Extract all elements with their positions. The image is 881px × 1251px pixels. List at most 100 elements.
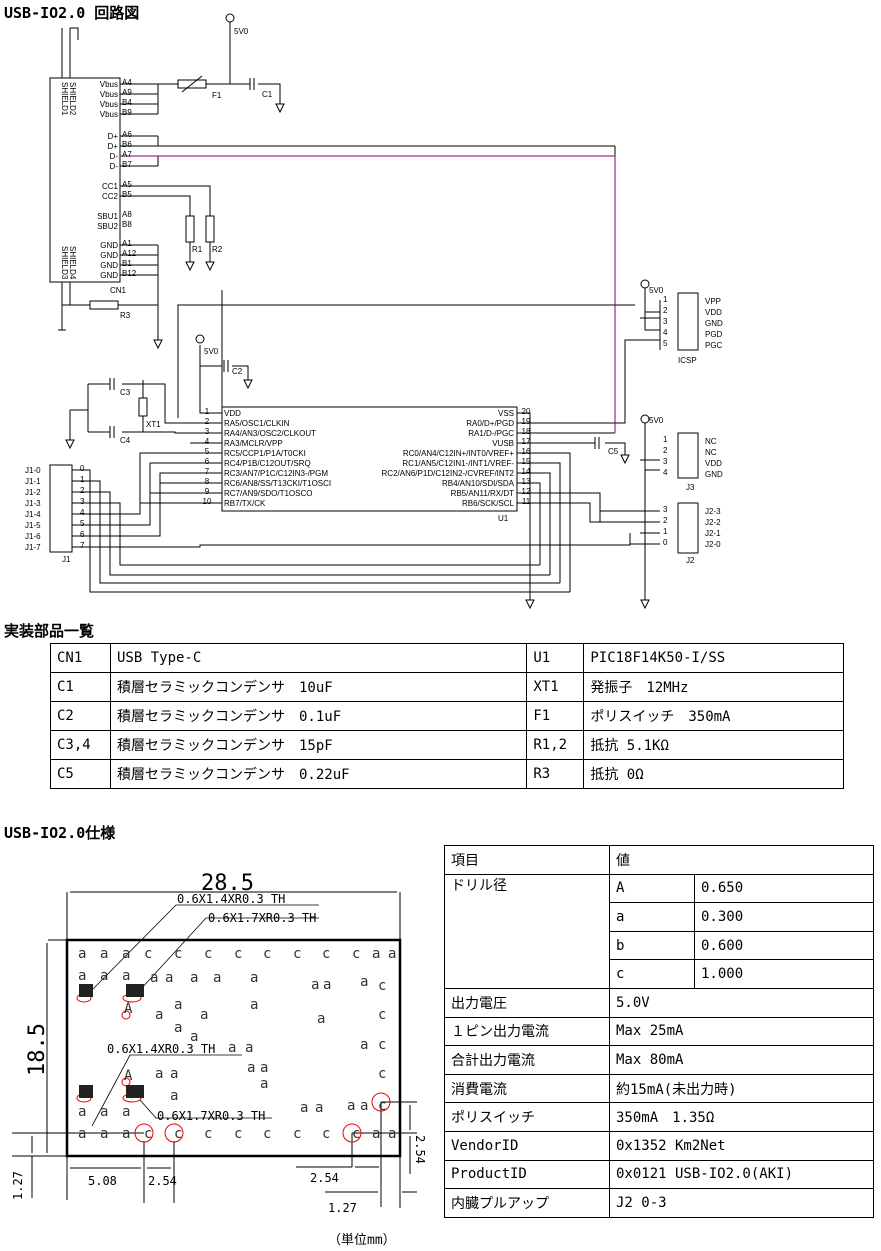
- u1-pin-name: RB4/AN10/SDI/SDA: [442, 479, 515, 488]
- hole-label-c: c: [293, 1126, 301, 1142]
- hole-label-a: a: [122, 1126, 130, 1142]
- u1-pin-name: RA1/D-/PGC: [468, 429, 514, 438]
- hole-label-a: a: [200, 1007, 208, 1023]
- icsp-pin-number: 3: [663, 317, 668, 326]
- parts-cell: F1: [526, 701, 585, 731]
- cn1-pin-number: B4: [122, 98, 132, 107]
- cn1-pin-name: D+: [108, 142, 119, 151]
- j3-pin-number: 4: [663, 468, 668, 477]
- icsp-ref: ICSP: [678, 356, 697, 365]
- c5-ref: C5: [608, 447, 619, 456]
- c4-ref: C4: [120, 436, 131, 445]
- u1-pin-name: RC5/CCP1/P1A/T0CKI: [224, 449, 306, 458]
- j1-label: J1-1: [25, 477, 41, 486]
- parts-cell: 抵抗 5.1KΩ: [583, 730, 844, 760]
- j3-label: NC: [705, 437, 717, 446]
- hole-label-c: c: [144, 946, 152, 962]
- hole-label-a: a: [388, 1126, 396, 1142]
- hole-label-c: c: [378, 978, 386, 994]
- hole-label-a: a: [174, 1020, 182, 1036]
- u1-pin-number: 12: [522, 487, 531, 496]
- u1-pin-name: RA0/D+/PGD: [466, 419, 514, 428]
- u1-pin-number: 3: [205, 427, 210, 436]
- cn1-pin-number: A4: [122, 78, 132, 87]
- hole-label-a: a: [100, 1104, 108, 1120]
- cn1-pin-name: CC1: [102, 182, 119, 191]
- hole-label-a: a: [122, 1104, 130, 1120]
- u1-pin-number: 2: [205, 417, 210, 426]
- cn1-pin-name: GND: [100, 261, 118, 270]
- hole-label-a: a: [250, 997, 258, 1013]
- cn1-pin-number: B9: [122, 108, 132, 117]
- u1-pin-number: 9: [205, 487, 210, 496]
- hole-label-a: a: [122, 968, 130, 984]
- j1-pin-number: 3: [80, 497, 85, 506]
- u1-pin-number: 8: [205, 477, 210, 486]
- hole-label-a: a: [78, 968, 86, 984]
- parts-cell: C2: [50, 701, 111, 731]
- hole-label-a: a: [260, 1060, 268, 1076]
- hole-label-c: c: [234, 946, 242, 962]
- power-label: 5V0: [649, 416, 664, 425]
- spec-cell: A: [609, 873, 695, 904]
- hole-label-c: c: [352, 946, 360, 962]
- cn1-pin-name: Vbus: [100, 110, 118, 119]
- icsp-label: VDD: [705, 308, 722, 317]
- hole-label-c: c: [234, 1126, 242, 1142]
- spec-heading: USB-IO2.0仕様: [4, 824, 116, 842]
- parts-cell: ポリスイッチ 350mA: [583, 701, 844, 731]
- icsp-label: PGC: [705, 341, 723, 350]
- parts-cell: 抵抗 0Ω: [583, 759, 844, 789]
- j3-pin-number: 3: [663, 457, 668, 466]
- u1-pin-number: 1: [205, 407, 210, 416]
- j3-label: GND: [705, 470, 723, 479]
- u1-pin-number: 20: [522, 407, 531, 416]
- hole-label-a: a: [170, 1088, 178, 1104]
- parts-cell: PIC18F14K50-I/SS: [583, 643, 844, 673]
- hole-label-c: c: [263, 1126, 271, 1142]
- icsp-label: VPP: [705, 297, 721, 306]
- u1-pin-name: VUSB: [492, 439, 514, 448]
- dim-height: 18.5: [25, 1023, 50, 1076]
- cn1-pin-name: D-: [110, 152, 119, 161]
- spec-cell: 5.0V: [609, 987, 874, 1018]
- u1-pin-number: 15: [522, 457, 531, 466]
- hole-label-a: a: [347, 1098, 355, 1114]
- hole-label-a: a: [155, 1066, 163, 1082]
- u1-pin-number: 5: [205, 447, 210, 456]
- j1-pin-number: 5: [80, 519, 85, 528]
- j1-label: J1-3: [25, 499, 41, 508]
- hole-label-c: c: [352, 1126, 360, 1142]
- c1-ref: C1: [262, 90, 273, 99]
- hole-label-c: c: [378, 1037, 386, 1053]
- cn1-pin-number: A1: [122, 239, 132, 248]
- spec-cell: Max 80mA: [609, 1045, 874, 1075]
- u1-pin-number: 13: [522, 477, 531, 486]
- j2-pin-number: 2: [663, 516, 668, 525]
- hole-label-c: c: [263, 946, 271, 962]
- cn1-pin-name: SBU2: [97, 222, 118, 231]
- icsp-pin-number: 1: [663, 295, 668, 304]
- hole-label-a: a: [170, 1066, 178, 1082]
- spec-cell: ドリル径: [444, 873, 610, 989]
- icsp-label: GND: [705, 319, 723, 328]
- cn1-pin-name: GND: [100, 271, 118, 280]
- hole-label-c: c: [204, 946, 212, 962]
- parts-cell: C1: [50, 672, 111, 702]
- u1-pin-number: 11: [522, 497, 531, 506]
- j3-pin-number: 2: [663, 446, 668, 455]
- mark-A: A: [124, 1001, 133, 1017]
- hole-label-a: a: [247, 1060, 255, 1076]
- u1-pin-name: VDD: [224, 409, 241, 418]
- hole-label-a: a: [100, 968, 108, 984]
- schematic-title: USB-IO2.0 回路図: [4, 4, 140, 22]
- hole-label-a: a: [300, 1100, 308, 1116]
- spec-cell: 0x1352 Km2Net: [609, 1130, 874, 1161]
- j1-label: J1-4: [25, 510, 41, 519]
- c2-ref: C2: [232, 367, 243, 376]
- spec-cell: 項目: [444, 845, 610, 875]
